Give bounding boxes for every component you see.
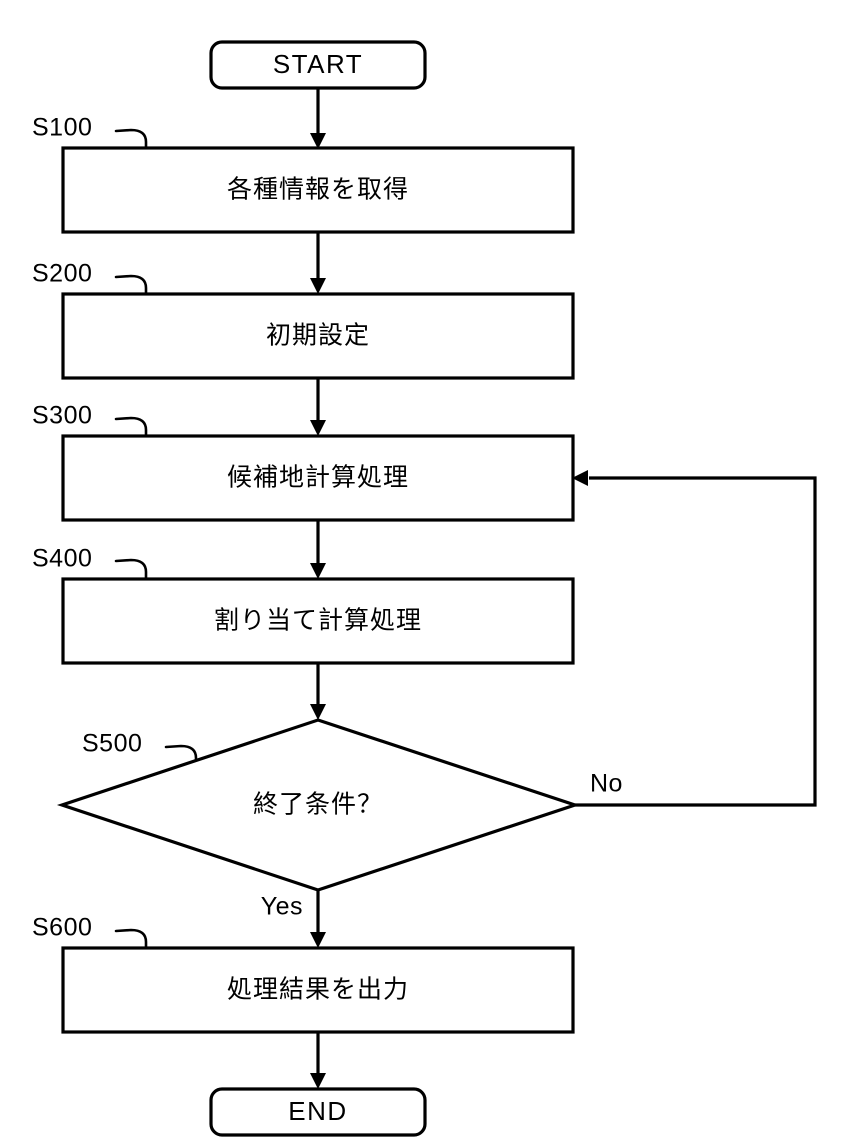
node-s500[interactable]: 終了条件？ bbox=[56, 718, 581, 892]
connector-s600-to-end bbox=[310, 1032, 326, 1089]
node-s300[interactable]: 候補地計算処理 bbox=[61, 434, 575, 522]
node-s200[interactable]: 初期設定 bbox=[61, 292, 575, 380]
step-ref-s100: S100 bbox=[32, 114, 92, 142]
connector-s500-no-feedback-loop bbox=[572, 470, 817, 807]
step-ref-s200: S200 bbox=[32, 260, 92, 288]
connector-s100-to-s200 bbox=[310, 232, 326, 294]
s200-label: 初期設定 bbox=[266, 322, 370, 350]
node-start[interactable]: START bbox=[209, 40, 427, 90]
branch-label-no: No bbox=[590, 770, 623, 798]
step-ref-s500: S500 bbox=[82, 730, 142, 758]
s500-decision-shape bbox=[56, 718, 581, 892]
step-ref-s400: S400 bbox=[32, 545, 92, 573]
leader-line-s300 bbox=[114, 416, 148, 438]
s100-process-shape bbox=[61, 146, 575, 234]
s300-process-shape bbox=[61, 434, 575, 522]
connector-s300-to-s400 bbox=[310, 520, 326, 579]
node-s100[interactable]: 各種情報を取得 bbox=[61, 146, 575, 234]
leader-line-s400 bbox=[114, 558, 148, 581]
node-s600[interactable]: 処理結果を出力 bbox=[61, 946, 575, 1034]
connector-start-to-s100 bbox=[310, 88, 326, 149]
s100-label: 各種情報を取得 bbox=[227, 176, 409, 204]
connector-s400-to-s500 bbox=[310, 663, 326, 720]
step-ref-s600: S600 bbox=[32, 914, 92, 942]
connector-s200-to-s300 bbox=[310, 378, 326, 436]
leader-line-s200 bbox=[114, 274, 148, 296]
s300-label: 候補地計算処理 bbox=[227, 464, 409, 492]
s400-label: 割り当て計算処理 bbox=[214, 607, 422, 635]
s500-label: 終了条件？ bbox=[253, 791, 383, 819]
end-label: END bbox=[288, 1096, 347, 1126]
connector-s500-yes-to-s600 bbox=[310, 890, 326, 948]
s600-label: 処理結果を出力 bbox=[227, 976, 409, 1004]
leader-line-s500 bbox=[164, 744, 198, 768]
end-terminator-shape bbox=[209, 1087, 427, 1137]
start-label: START bbox=[273, 49, 363, 79]
branch-label-yes: Yes bbox=[261, 893, 303, 921]
s400-process-shape bbox=[61, 577, 575, 665]
s600-process-shape bbox=[61, 946, 575, 1034]
leader-line-s100 bbox=[114, 128, 148, 151]
start-terminator-shape bbox=[209, 40, 427, 90]
node-s400[interactable]: 割り当て計算処理 bbox=[61, 577, 575, 665]
leader-line-s600 bbox=[114, 928, 148, 950]
s200-process-shape bbox=[61, 292, 575, 380]
node-end[interactable]: END bbox=[209, 1087, 427, 1137]
step-ref-s300: S300 bbox=[32, 402, 92, 430]
